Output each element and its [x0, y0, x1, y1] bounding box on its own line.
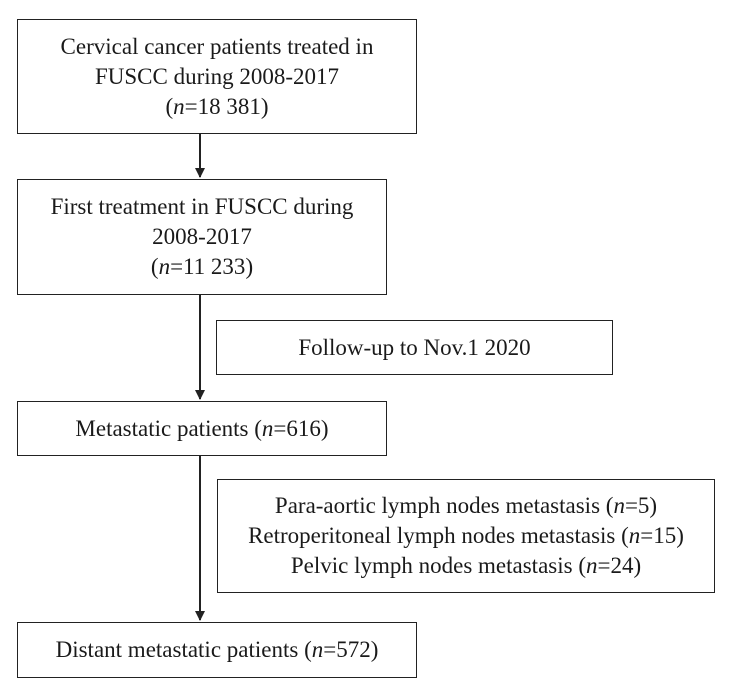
box3-label: Metastatic patients (n=616): [75, 414, 328, 444]
box-first-treatment: First treatment in FUSCC during 2008-201…: [17, 179, 387, 295]
box2-line1: First treatment in FUSCC during: [50, 194, 354, 219]
box2-count-value: =11 233: [170, 254, 246, 279]
box-exclusions: Para-aortic lymph nodes metastasis (n=5)…: [217, 479, 715, 593]
box-cervical-cancer-patients: Cervical cancer patients treated in FUSC…: [17, 19, 417, 134]
box2-line2: 2008-2017: [152, 224, 252, 249]
n-symbol: n: [586, 553, 598, 578]
box1-line2: FUSCC during 2008-2017: [94, 63, 340, 89]
box4-label: Distant metastatic patients (n=572): [56, 635, 379, 665]
box2-count: (n=11 233): [150, 254, 254, 279]
followup-label: Follow-up to Nov.1 2020: [298, 334, 531, 360]
exclusion-item: Retroperitoneal lymph nodes metastasis (…: [248, 521, 684, 551]
n-symbol: n: [261, 415, 274, 441]
box-metastatic-patients: Metastatic patients (n=616): [17, 401, 387, 456]
exclusion-label: Para-aortic lymph nodes metastasis (: [274, 493, 614, 518]
box-follow-up: Follow-up to Nov.1 2020: [216, 320, 613, 375]
box4-text: Distant metastatic patients (: [55, 637, 312, 662]
n-symbol: n: [628, 523, 641, 548]
box3-count-value: =616): [273, 415, 329, 441]
box1-count: (n=18 381): [165, 93, 269, 119]
box1-count-value: =18 381: [184, 93, 261, 119]
n-symbol: n: [158, 254, 171, 279]
exclusion-label: Retroperitoneal lymph nodes metastasis (: [248, 523, 629, 548]
box-distant-metastatic-patients: Distant metastatic patients (n=572): [17, 622, 417, 678]
exclusion-count: =5): [624, 493, 658, 518]
exclusion-item: Para-aortic lymph nodes metastasis (n=5): [275, 491, 657, 521]
box4-count-value: =572): [323, 637, 379, 662]
exclusion-item: Pelvic lymph nodes metastasis (n=24): [291, 551, 641, 581]
n-symbol: n: [613, 493, 625, 518]
exclusion-count: =15): [640, 523, 684, 548]
n-symbol: n: [311, 637, 324, 662]
box1-line1: Cervical cancer patients treated in: [60, 33, 374, 59]
n-symbol: n: [173, 93, 185, 119]
box3-text: Metastatic patients (: [75, 415, 262, 441]
exclusion-count: =24): [597, 553, 642, 578]
exclusion-label: Pelvic lymph nodes metastasis (: [290, 553, 586, 578]
